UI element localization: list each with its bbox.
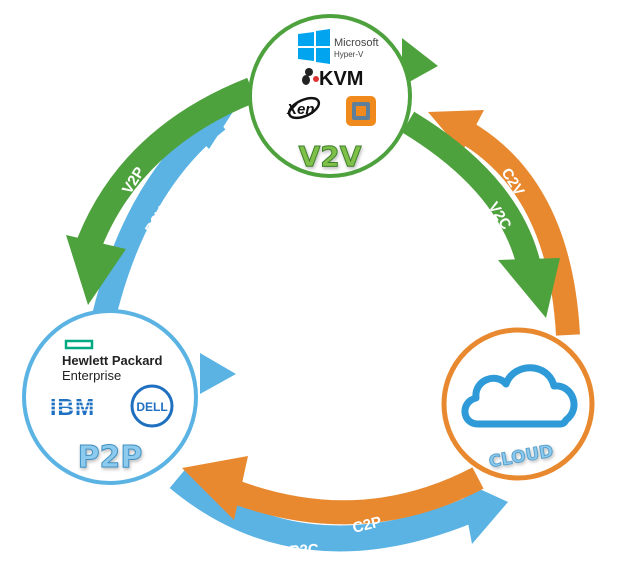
c2p-arrow [182,456,484,525]
hpe-line1: Hewlett Packard [62,353,162,368]
v2v-title: V2V [299,140,362,173]
windows-logo-icon [298,29,330,64]
v2v-arrowhead [402,38,438,86]
p2p-title: P2P [78,440,143,475]
c2v-arrow [428,110,580,336]
p2c-label: P2C [289,541,319,560]
microsoft-label: Microsoft [334,37,379,49]
kvm-penguin-icon [302,68,319,85]
kvm-label: KVM [319,68,363,90]
p2p-node: Hewlett Packard Enterprise IBM DELL P2P [22,309,198,485]
p2p-arrowhead [200,353,236,394]
c2p-label: C2P [351,513,383,537]
p2c-arrow [169,468,508,552]
hpe-line2: Enterprise [62,368,121,383]
v2v-node: Microsoft Hyper-V KVM Xen V2V [248,14,412,178]
v2p-arrow [66,77,257,305]
dell-label: DELL [136,400,167,414]
xen-label: Xen [286,101,315,118]
v2c-arrow [401,111,560,318]
hpe-logo-icon [64,339,94,350]
ibm-logo-icon: IBM [50,394,104,420]
cloud-icon [461,364,578,428]
xen-logo-icon [287,96,321,120]
vmware-logo-icon [346,96,376,126]
cloud-node: CLOUD [441,327,595,481]
hyperv-label: Hyper-V [334,50,364,59]
dell-logo-icon: DELL [130,384,174,428]
